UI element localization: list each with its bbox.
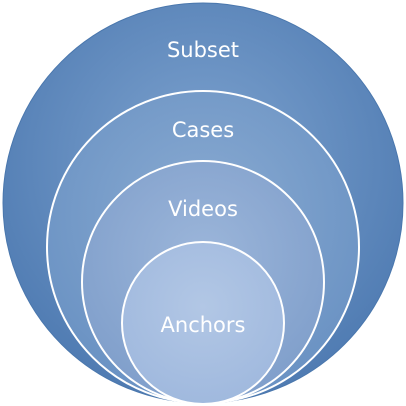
- label-subset: Subset: [167, 38, 239, 62]
- label-cases: Cases: [172, 118, 234, 142]
- label-anchors: Anchors: [161, 313, 246, 337]
- circle-anchors: [121, 241, 285, 405]
- label-videos: Videos: [168, 197, 238, 221]
